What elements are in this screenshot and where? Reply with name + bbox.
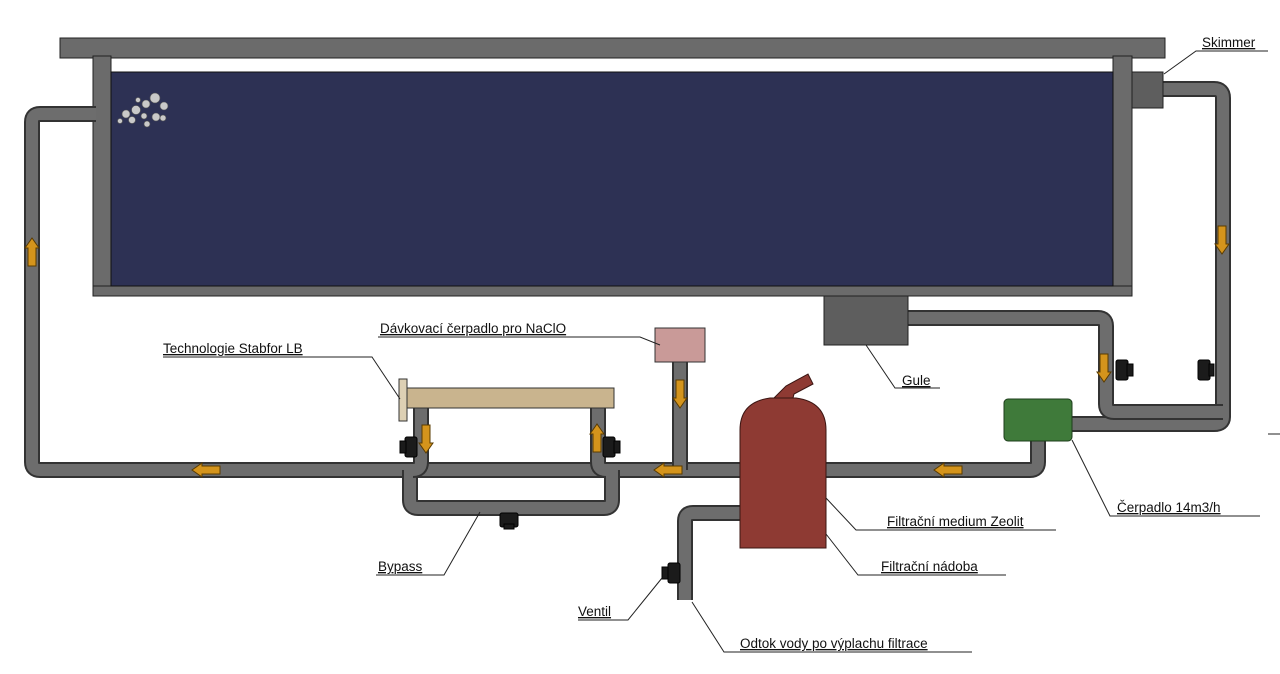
label-bypass: Bypass: [378, 559, 423, 574]
pool: [59, 37, 1166, 297]
label-drain: Odtok vody po výplachu filtrace: [740, 636, 928, 651]
valve-icon: [1197, 359, 1215, 381]
flow-arrow-icon: [1096, 353, 1112, 383]
stabfor-flange: [398, 378, 408, 422]
valves: [399, 359, 1215, 584]
label-valve: Ventil: [578, 604, 611, 619]
label-skimmer: Skimmer: [1202, 35, 1256, 50]
stabfor-tube: [404, 387, 615, 409]
label-gule: Gule: [902, 373, 931, 388]
flow-arrow-icon: [191, 462, 221, 478]
flow-arrow-icon: [672, 379, 688, 409]
label-dosing-pump: Dávkovací čerpadlo pro NaClO: [380, 321, 566, 336]
stabfor-unit: [398, 378, 615, 422]
filter-body: [739, 397, 827, 549]
labels: Skimmer Dávkovací čerpadlo pro NaClO Tec…: [163, 35, 1256, 651]
valve-icon: [661, 562, 681, 584]
valve-icon: [1115, 359, 1134, 381]
label-filter-tank: Filtrační nádoba: [881, 559, 978, 574]
pool-rim: [59, 37, 1166, 59]
bubbles-icon: [117, 92, 169, 128]
flow-arrows: [24, 225, 1230, 478]
label-filter-medium: Filtrační medium Zeolit: [887, 514, 1024, 529]
flow-arrow-icon: [1214, 225, 1230, 255]
leader-lines: [163, 50, 1280, 653]
flow-arrow-icon: [418, 424, 434, 454]
pool-water: [110, 71, 1114, 287]
pipes: [24, 81, 1231, 600]
flow-arrow-icon: [653, 462, 683, 478]
dosing-pump: [654, 327, 706, 363]
valve-icon: [399, 436, 418, 458]
flow-arrow-icon: [589, 423, 605, 453]
pool-wall-right: [1112, 55, 1133, 297]
gule-box: [823, 295, 909, 346]
label-pump: Čerpadlo 14m3/h: [1117, 500, 1221, 515]
pump: [1003, 398, 1073, 442]
flow-arrow-icon: [933, 462, 963, 478]
valve-icon: [499, 512, 519, 530]
filter-tank: [739, 373, 827, 549]
label-stabfor: Technologie Stabfor LB: [163, 341, 303, 356]
valve-icon: [602, 436, 621, 458]
pool-wall-left: [92, 55, 112, 297]
pool-floor: [92, 285, 1133, 297]
flow-arrow-icon: [24, 237, 40, 267]
skimmer-box: [1131, 71, 1164, 109]
